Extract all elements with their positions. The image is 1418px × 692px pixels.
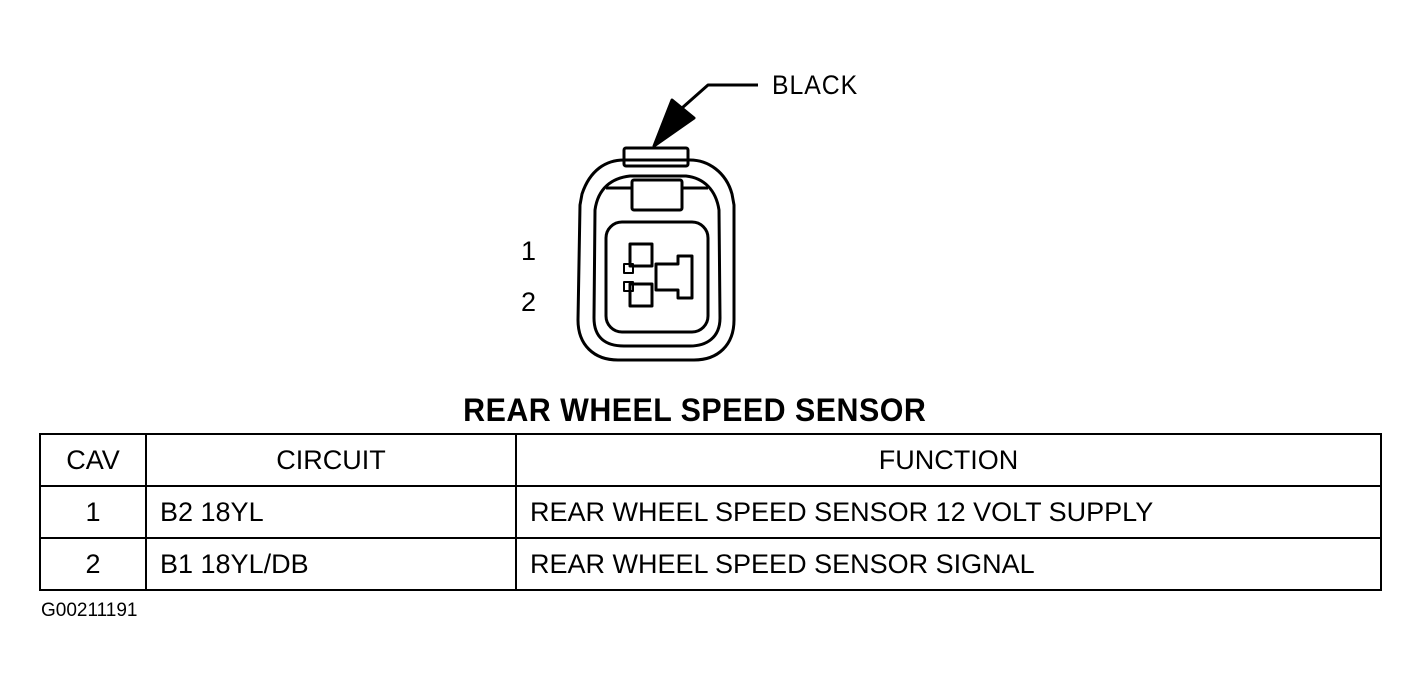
- header-cav: CAV: [39, 433, 147, 487]
- locking-tab: [622, 146, 690, 168]
- table-row: 2 B1 18YL/DB REAR WHEEL SPEED SENSOR SIG…: [39, 537, 1382, 591]
- pin-label-1: 1: [521, 236, 537, 266]
- cell-function: REAR WHEEL SPEED SENSOR SIGNAL: [515, 537, 1382, 591]
- connector-diagram: BLACK 1 2: [521, 70, 859, 362]
- connector-inner-housing: [592, 174, 722, 348]
- cell-circuit: B1 18YL/DB: [145, 537, 517, 591]
- diagram-title: REAR WHEEL SPEED SENSOR: [0, 392, 1418, 429]
- cell-circuit: B2 18YL: [145, 485, 517, 539]
- leader-arrowhead: [652, 98, 696, 148]
- connector-face: [604, 220, 710, 334]
- pin-label-2: 2: [521, 287, 537, 317]
- header-circuit: CIRCUIT: [145, 433, 517, 487]
- cell-cav: 1: [39, 485, 147, 539]
- pinout-table: CAV CIRCUIT FUNCTION 1 B2 18YL REAR WHEE…: [39, 433, 1382, 591]
- diagram-title-text: REAR WHEEL SPEED SENSOR: [463, 392, 927, 428]
- connector-drawing: [576, 83, 758, 362]
- terminal-cavity-2: [628, 282, 654, 308]
- leader-line: [681, 83, 758, 110]
- table-header-row: CAV CIRCUIT FUNCTION: [39, 433, 1382, 487]
- cell-cav: 2: [39, 537, 147, 591]
- keying-feature: [654, 254, 694, 300]
- table-row: 1 B2 18YL REAR WHEEL SPEED SENSOR 12 VOL…: [39, 485, 1382, 539]
- terminal-cavity-1: [628, 242, 654, 268]
- connector-color-label: BLACK: [772, 70, 859, 100]
- header-function: FUNCTION: [515, 433, 1382, 487]
- cell-function: REAR WHEEL SPEED SENSOR 12 VOLT SUPPLY: [515, 485, 1382, 539]
- connector-outer-housing: [576, 158, 736, 362]
- latch-band: [630, 178, 684, 212]
- figure-id: G00211191: [41, 600, 138, 621]
